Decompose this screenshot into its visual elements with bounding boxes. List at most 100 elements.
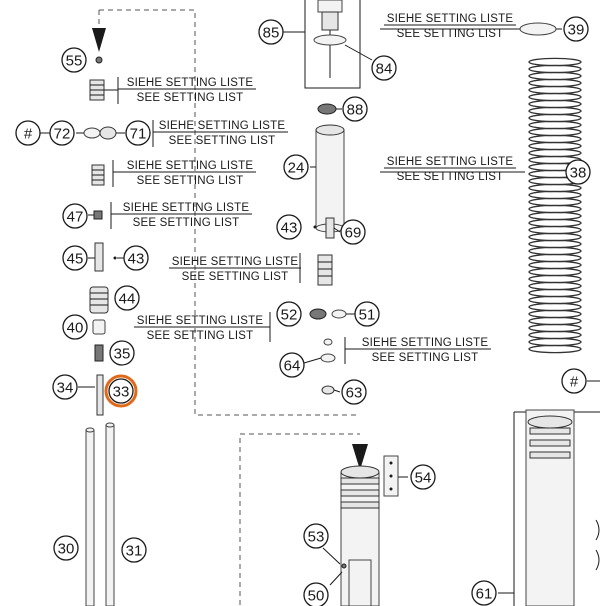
left-column-parts — [40, 56, 125, 606]
callout-c35: 35 — [109, 340, 135, 366]
callout-number: 53 — [308, 529, 325, 546]
setting-note-de: SIEHE SETTING LISTE — [387, 13, 514, 25]
callout-number: 72 — [54, 126, 71, 143]
setting-note-n64: SIEHE SETTING LISTE SEE SETTING LIST — [344, 337, 491, 364]
setting-note-en: SEE SETTING LIST — [182, 271, 289, 283]
callout-c55: 55 — [61, 47, 87, 73]
callout-c84: 84 — [371, 55, 397, 81]
callout-number: 64 — [284, 358, 301, 375]
callout-number: 54 — [415, 470, 432, 487]
callout-c71: 71 — [125, 120, 151, 146]
callout-c53: 53 — [303, 523, 329, 549]
callout-c38: 38 — [565, 159, 591, 185]
callout-c52: 52 — [276, 301, 302, 327]
callout-c30: 30 — [53, 535, 79, 561]
callout-number: 38 — [570, 165, 587, 182]
callout-number: 40 — [67, 320, 84, 337]
middle-column-parts — [303, 103, 355, 395]
callouts: 85 84 39 55 72 71 88 24 38 47 43 69 45 43 44 40 52 51 35 64… — [15, 16, 591, 606]
callout-number: 34 — [57, 380, 74, 397]
assembly-dashed-lines — [98, 9, 360, 605]
setting-note-en: SEE SETTING LIST — [137, 92, 244, 104]
callout-c47: 47 — [62, 203, 88, 229]
callout-c72: 72 — [49, 120, 75, 146]
setting-note-de: SIEHE SETTING LISTE — [172, 256, 299, 268]
callout-number: 44 — [119, 291, 136, 308]
callout-c39: 39 — [563, 16, 589, 42]
setting-note-en: SEE SETTING LIST — [147, 330, 254, 342]
callout-c63: 63 — [341, 379, 367, 405]
part-38-spring — [528, 57, 582, 354]
setting-note-n39: SIEHE SETTING LISTE SEE SETTING LIST — [384, 13, 516, 40]
callout-number: 47 — [67, 209, 84, 226]
callout-c43a: 43 — [276, 214, 302, 240]
callout-number: 33 — [113, 384, 130, 401]
callout-c88: 88 — [342, 96, 368, 122]
part-61-outer-tube — [498, 380, 600, 606]
cartridge-top-assembly — [283, 0, 373, 89]
setting-note-n3: SIEHE SETTING LISTE SEE SETTING LIST — [112, 160, 256, 187]
callout-number: # — [24, 126, 33, 143]
callout-number: 51 — [359, 307, 376, 324]
setting-note-n47: SIEHE SETTING LISTE SEE SETTING LIST — [110, 202, 252, 229]
callout-number: 63 — [346, 385, 363, 402]
callout-number: 50 — [308, 588, 325, 605]
callout-number: 43 — [128, 251, 145, 268]
setting-note-en: SEE SETTING LIST — [397, 28, 504, 40]
setting-note-de: SIEHE SETTING LISTE — [123, 202, 250, 214]
callout-number: 30 — [58, 541, 75, 558]
setting-note-de: SIEHE SETTING LISTE — [159, 120, 286, 132]
callout-number: 84 — [376, 61, 393, 78]
callout-number: 39 — [568, 22, 585, 39]
setting-note-n71: SIEHE SETTING LISTE SEE SETTING LIST — [152, 120, 288, 147]
callout-number: 55 — [66, 53, 83, 70]
callout-c61: 61 — [471, 580, 497, 606]
setting-note-en: SEE SETTING LIST — [169, 135, 276, 147]
setting-note-en: SEE SETTING LIST — [133, 217, 240, 229]
callout-c34: 34 — [52, 374, 78, 400]
callout-hash2: # — [561, 368, 587, 394]
callout-c85: 85 — [258, 19, 284, 45]
callout-c51: 51 — [354, 301, 380, 327]
lower-fork-leg-assembly — [322, 455, 408, 606]
setting-note-en: SEE SETTING LIST — [372, 352, 479, 364]
callout-c31: 31 — [121, 537, 147, 563]
setting-note-n38: SIEHE SETTING LISTE SEE SETTING LIST — [384, 156, 516, 183]
callout-number: 71 — [130, 126, 147, 143]
callout-c50: 50 — [303, 582, 329, 606]
callout-c54: 54 — [410, 464, 436, 490]
callout-c45: 45 — [62, 245, 88, 271]
callout-c43b: 43 — [123, 245, 149, 271]
callout-number: # — [570, 374, 579, 391]
callout-number: 45 — [67, 251, 84, 268]
callout-number: 61 — [476, 586, 493, 603]
setting-note-n43: SIEHE SETTING LISTE SEE SETTING LIST — [169, 253, 301, 283]
setting-note-de: SIEHE SETTING LISTE — [127, 77, 254, 89]
callout-c24: 24 — [283, 154, 309, 180]
highlight-ring-part-33 — [104, 374, 138, 408]
callout-number: 43 — [281, 220, 298, 237]
setting-note-en: SEE SETTING LIST — [137, 175, 244, 187]
callout-number: 85 — [263, 25, 280, 42]
callout-c64: 64 — [279, 352, 305, 378]
callout-number: 88 — [347, 102, 364, 119]
callout-c69: 69 — [340, 219, 366, 245]
setting-note-n40: SIEHE SETTING LISTE SEE SETTING LIST — [134, 312, 271, 342]
setting-note-en: SEE SETTING LIST — [397, 171, 504, 183]
callout-c40: 40 — [62, 314, 88, 340]
callout-number: 52 — [281, 307, 298, 324]
callout-number: 69 — [345, 225, 362, 242]
callout-c33: 33 — [108, 378, 134, 404]
setting-note-de: SIEHE SETTING LISTE — [362, 337, 489, 349]
assembly-arrows — [92, 28, 368, 470]
part-39-ring — [380, 22, 562, 36]
callout-number: 35 — [114, 346, 131, 363]
callout-number: 31 — [126, 543, 143, 560]
setting-note-de: SIEHE SETTING LISTE — [137, 315, 264, 327]
setting-note-n55: SIEHE SETTING LISTE SEE SETTING LIST — [117, 77, 256, 104]
callout-c44: 44 — [114, 285, 140, 311]
setting-note-de: SIEHE SETTING LISTE — [127, 160, 254, 172]
setting-note-de: SIEHE SETTING LISTE — [387, 156, 514, 168]
